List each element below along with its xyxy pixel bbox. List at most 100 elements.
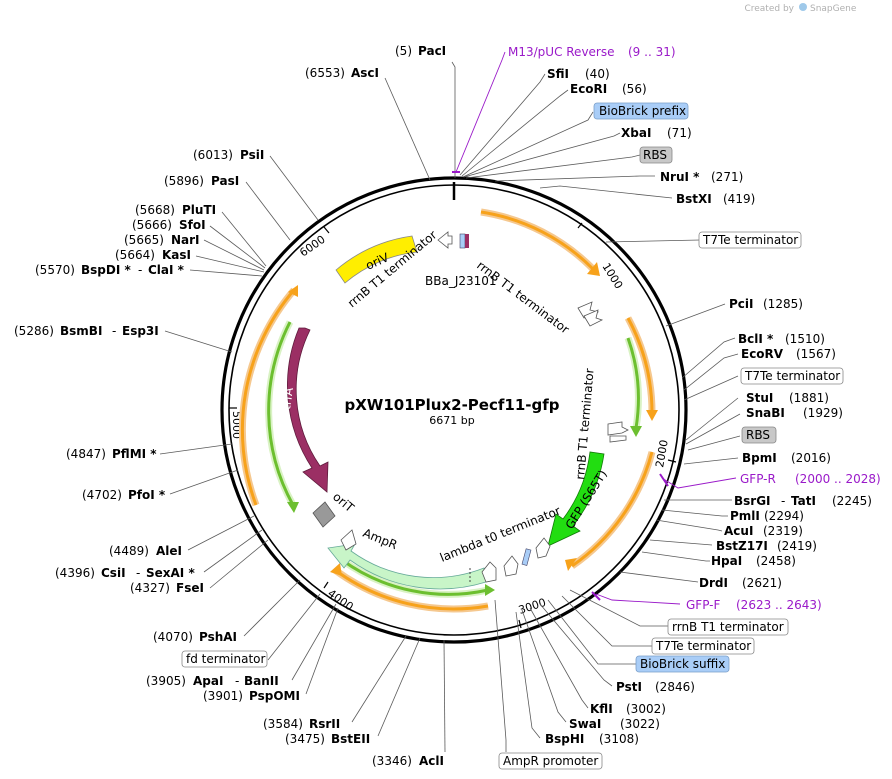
site-pflmi[interactable]: PflMI * xyxy=(112,447,157,461)
site-paci[interactable]: PacI xyxy=(418,44,446,58)
site-bsteii[interactable]: BstEII xyxy=(331,732,370,746)
orange-arc-right-top-core xyxy=(480,210,596,272)
site-acli[interactable]: AclI xyxy=(419,754,444,768)
site-pmli[interactable]: PmlI xyxy=(730,509,760,523)
site-kasi[interactable]: KasI xyxy=(162,248,191,262)
orange-arc-bottom-core xyxy=(334,568,489,611)
site-bsmbi[interactable]: BsmBI xyxy=(60,324,102,338)
alei-leader xyxy=(187,515,255,551)
site-pmli-pos: (2294) xyxy=(764,509,804,523)
rrnb-right-label: rrnB T1 terminator xyxy=(474,258,572,336)
site-nrui[interactable]: NruI * xyxy=(660,170,700,184)
site-bstz17i[interactable]: BstZ17I xyxy=(716,539,768,553)
psti-leader xyxy=(539,603,613,687)
site-bsrgi-sep: - xyxy=(781,494,785,508)
tick-2000-mark xyxy=(667,459,677,463)
site-bcli[interactable]: BclI * xyxy=(738,332,774,346)
site-csii[interactable]: CsiI xyxy=(101,566,126,580)
t7te-3-box[interactable] xyxy=(651,637,755,655)
pmli-leader xyxy=(661,509,728,517)
rbs-mid-box[interactable] xyxy=(741,426,777,444)
t7te2-leader xyxy=(683,375,739,401)
bsphi-leader xyxy=(515,611,541,739)
site-ecorv[interactable]: EcoRV xyxy=(741,347,784,361)
site-psti[interactable]: PstI xyxy=(616,680,642,694)
ampr-promoter: AmpR promoter xyxy=(503,754,598,768)
terminator-glyph-3 xyxy=(583,309,604,327)
ecori-leader xyxy=(461,89,569,177)
nrui-leader xyxy=(494,175,655,182)
t7te1-leader xyxy=(605,239,701,243)
site-sfoi[interactable]: SfoI xyxy=(179,218,206,232)
asci-leader xyxy=(384,77,431,181)
site-pfoi[interactable]: PfoI * xyxy=(128,488,166,502)
site-stui[interactable]: StuI xyxy=(746,391,773,405)
biobrick-prefix-box[interactable] xyxy=(593,102,689,120)
m13-leader xyxy=(455,51,506,173)
site-bstxi[interactable]: BstXI xyxy=(676,192,712,206)
site-acui[interactable]: AcuI xyxy=(724,524,753,538)
site-tati[interactable]: TatI xyxy=(791,494,816,508)
site-pluti[interactable]: PluTI xyxy=(182,203,216,217)
site-banii[interactable]: BanII xyxy=(244,674,279,688)
snapgene-brand: SnapGene xyxy=(810,4,857,14)
primer-gfpr[interactable]: GFP-R xyxy=(740,472,776,486)
site-swai[interactable]: SwaI xyxy=(569,717,601,731)
site-bsphi[interactable]: BspHI xyxy=(545,732,584,746)
site-snabi[interactable]: SnaBI xyxy=(746,406,785,420)
site-fsei[interactable]: FseI xyxy=(176,581,204,595)
rbs-top-box[interactable] xyxy=(639,146,673,164)
sfii-leader xyxy=(459,73,546,176)
rrnb-box[interactable] xyxy=(667,618,789,636)
site-pshai[interactable]: PshAI xyxy=(199,630,237,644)
t7te-2-box[interactable] xyxy=(740,367,844,385)
orange-arc-left-core xyxy=(240,289,296,506)
site-xbai[interactable]: XbaI xyxy=(621,126,651,140)
site-esp3i[interactable]: Esp3I xyxy=(122,324,159,338)
t7te-3: T7Te terminator xyxy=(655,639,751,653)
site-ecori[interactable]: EcoRI xyxy=(570,82,607,96)
fd-terminator-box[interactable] xyxy=(181,650,268,668)
terminator-glyph-8 xyxy=(535,537,551,559)
site-apai[interactable]: ApaI xyxy=(193,674,223,688)
ampr-promoter-glyph xyxy=(340,529,357,551)
site-kfli[interactable]: KflI xyxy=(590,702,613,716)
t7te-1-box[interactable] xyxy=(698,231,802,249)
site-drdi[interactable]: DrdI xyxy=(699,576,728,590)
site-rsrii[interactable]: RsrII xyxy=(309,717,340,731)
site-bspdi[interactable]: BspDI * xyxy=(81,263,131,277)
site-hpai[interactable]: HpaI xyxy=(711,554,742,568)
tick-3000: 3000 xyxy=(517,596,548,617)
nari-leader xyxy=(203,239,265,271)
biobrick-suffix-box[interactable] xyxy=(635,655,730,673)
site-xbai-pos: (71) xyxy=(667,126,692,140)
acui-leader xyxy=(655,519,723,532)
primer-m13[interactable]: M13/pUC Reverse xyxy=(508,45,615,59)
site-clai[interactable]: ClaI * xyxy=(148,263,185,277)
suffix-leader xyxy=(547,599,636,665)
primer-gfpf[interactable]: GFP-F xyxy=(686,598,721,612)
site-nrui-pos: (271) xyxy=(711,170,743,184)
site-csii-pos: (4396) xyxy=(55,566,95,580)
site-pfoi-pos: (4702) xyxy=(82,488,122,502)
site-pspomi-pos: (3901) xyxy=(203,689,243,703)
xbai-leader xyxy=(463,132,621,178)
site-sexai[interactable]: SexAI * xyxy=(146,566,195,580)
site-bsrgi[interactable]: BsrGI xyxy=(734,494,771,508)
ampr-promoter-box[interactable] xyxy=(498,752,603,770)
site-psii[interactable]: PsiI xyxy=(240,148,264,162)
site-pcii[interactable]: PciI xyxy=(729,297,754,311)
green-arc-bottom-core xyxy=(341,558,489,596)
fd-leader xyxy=(267,593,321,661)
site-alei[interactable]: AleI xyxy=(156,544,182,558)
site-sfii[interactable]: SfiI xyxy=(547,67,569,81)
site-bpmi[interactable]: BpmI xyxy=(742,451,777,465)
site-nari[interactable]: NarI xyxy=(171,233,200,247)
site-asci[interactable]: AscI xyxy=(351,66,379,80)
site-labels: (5) PacI (6553) AscI M13/pUC Reverse (9 … xyxy=(14,44,881,770)
oriV-feature xyxy=(335,235,418,284)
fd-terminator: fd terminator xyxy=(186,652,265,666)
site-pasi[interactable]: PasI xyxy=(211,174,239,188)
bsteii-leader xyxy=(377,637,421,737)
site-pspomi[interactable]: PspOMI xyxy=(249,689,300,703)
